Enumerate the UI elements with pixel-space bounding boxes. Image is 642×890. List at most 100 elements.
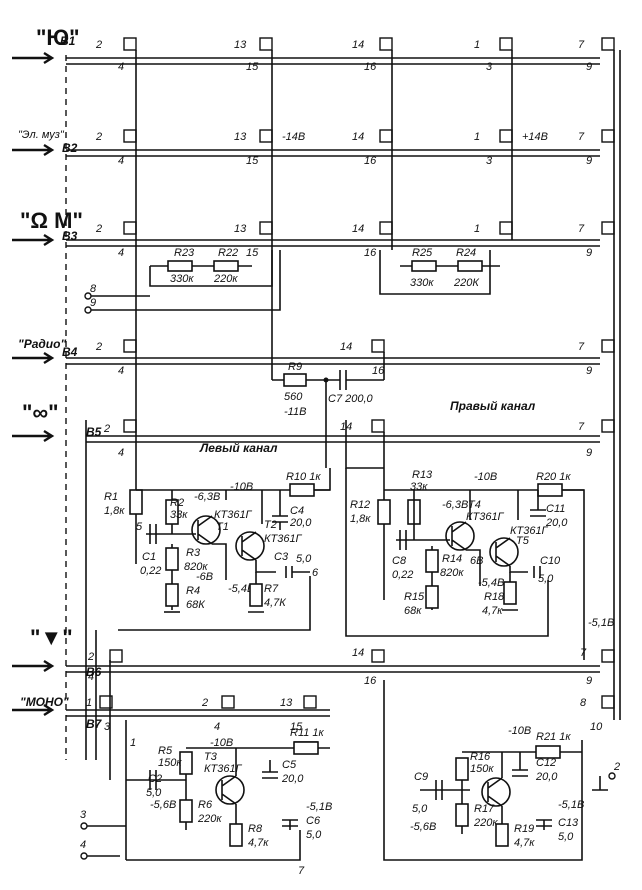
lower-right-stage: C9 5,0 R16 150к R17 220к -5,6В -10В R19 … [383, 680, 584, 861]
svg-text:150к: 150к [158, 757, 182, 769]
svg-text:150к: 150к [470, 763, 494, 775]
svg-text:C4: C4 [290, 505, 304, 517]
lower-left-stage: C2 5,0 R5 150к R6 220к -5,6В -10В T3 КТ3… [126, 727, 332, 877]
svg-text:2: 2 [95, 223, 102, 235]
mode-label-5: "∞" [22, 400, 59, 425]
svg-text:9: 9 [586, 447, 592, 459]
output-terminals: 3 4 1 2 [80, 737, 620, 860]
switch-b5-label: В5 [86, 425, 102, 439]
svg-text:20,0: 20,0 [289, 517, 312, 529]
svg-text:13: 13 [234, 39, 247, 51]
svg-text:220к: 220к [213, 273, 238, 285]
svg-text:7: 7 [578, 223, 585, 235]
svg-text:20,0: 20,0 [281, 773, 304, 785]
svg-text:7: 7 [298, 865, 305, 877]
svg-text:R18: R18 [484, 591, 505, 603]
svg-text:C13: C13 [558, 817, 579, 829]
svg-text:14: 14 [352, 647, 364, 659]
svg-text:820к: 820к [184, 561, 208, 573]
svg-text:C12: C12 [536, 757, 556, 769]
left-channel-label: Левый канал [199, 441, 278, 455]
svg-text:7: 7 [578, 131, 585, 143]
svg-text:R14: R14 [442, 553, 462, 565]
svg-text:-10В: -10В [474, 471, 497, 483]
svg-text:4: 4 [80, 839, 86, 851]
svg-text:R20 1к: R20 1к [536, 471, 571, 483]
svg-text:2: 2 [201, 697, 208, 709]
r9-c7-filter: R9 560 -11В C7 200,0 [272, 361, 384, 468]
svg-text:R25: R25 [412, 247, 433, 259]
svg-text:5,0: 5,0 [296, 553, 312, 565]
svg-text:-10В: -10В [508, 725, 531, 737]
svg-text:C11: C11 [546, 503, 565, 515]
svg-text:14: 14 [352, 131, 364, 143]
svg-text:-10В: -10В [210, 737, 233, 749]
svg-text:16: 16 [372, 365, 385, 377]
svg-text:R15: R15 [404, 591, 425, 603]
svg-text:4: 4 [118, 365, 124, 377]
svg-text:R5: R5 [158, 745, 173, 757]
svg-text:4,7к: 4,7к [482, 605, 503, 617]
svg-text:R7: R7 [264, 583, 279, 595]
svg-text:2: 2 [95, 131, 102, 143]
svg-text:15: 15 [246, 155, 259, 167]
svg-text:6: 6 [312, 567, 319, 579]
svg-text:8: 8 [580, 697, 587, 709]
mode-label-2: "Эл. муз" [18, 129, 65, 141]
svg-text:16: 16 [364, 247, 377, 259]
svg-text:220К: 220К [453, 277, 479, 289]
svg-text:-5,4В: -5,4В [228, 583, 254, 595]
svg-text:10: 10 [590, 721, 603, 733]
svg-text:КТ361Г: КТ361Г [204, 763, 243, 775]
svg-text:7: 7 [578, 421, 585, 433]
mode-label-1: "Ю" [36, 25, 80, 50]
svg-text:C2: C2 [148, 773, 162, 785]
svg-text:КТ361Г: КТ361Г [214, 509, 253, 521]
svg-text:R24: R24 [456, 247, 476, 259]
svg-text:4,7К: 4,7К [264, 597, 286, 609]
svg-text:9: 9 [586, 247, 592, 259]
svg-text:C9: C9 [414, 771, 428, 783]
left-amplifier: R1 1,8к R10 1к R2 33к -6,3В -10В 5 C1 0,… [104, 468, 331, 631]
svg-text:4,7к: 4,7к [514, 837, 535, 849]
svg-text:C10: C10 [540, 555, 561, 567]
svg-text:4: 4 [118, 61, 124, 73]
mode-label-7: "МОНО" [20, 695, 69, 709]
svg-text:C3: C3 [274, 551, 289, 563]
switch-b1-label: В1 [60, 34, 76, 48]
svg-text:-5,6В: -5,6В [410, 821, 436, 833]
svg-text:9: 9 [586, 675, 592, 687]
svg-text:16: 16 [364, 61, 377, 73]
svg-text:16: 16 [364, 155, 377, 167]
svg-text:2: 2 [95, 341, 102, 353]
svg-text:R22: R22 [218, 247, 238, 259]
svg-text:9: 9 [586, 365, 592, 377]
svg-text:5,0: 5,0 [538, 573, 554, 585]
svg-text:220к: 220к [197, 813, 222, 825]
svg-text:5,0: 5,0 [558, 831, 574, 843]
svg-text:R19: R19 [514, 823, 534, 835]
terminals-8-9: 8 9 [84, 250, 281, 314]
svg-text:3: 3 [80, 809, 87, 821]
svg-text:C5: C5 [282, 759, 297, 771]
svg-text:5,0: 5,0 [306, 829, 322, 841]
svg-text:R10 1к: R10 1к [286, 471, 321, 483]
svg-text:4: 4 [118, 247, 124, 259]
svg-text:R1: R1 [104, 491, 118, 503]
svg-text:2: 2 [103, 423, 110, 435]
svg-text:1,8к: 1,8к [350, 513, 371, 525]
voltage-plus14: +14В [522, 131, 548, 143]
svg-text:-11В: -11В [284, 406, 306, 418]
svg-text:КТ361Г: КТ361Г [466, 511, 505, 523]
svg-text:1: 1 [474, 39, 480, 51]
svg-text:R12: R12 [350, 499, 370, 511]
svg-text:14: 14 [352, 39, 364, 51]
svg-text:R21 1к: R21 1к [536, 731, 571, 743]
svg-text:T3: T3 [204, 751, 218, 763]
svg-text:R23: R23 [174, 247, 195, 259]
svg-text:68К: 68К [186, 599, 205, 611]
svg-text:3: 3 [486, 155, 493, 167]
attenuator-left: R23 330к R22 220к [149, 247, 273, 287]
svg-text:R6: R6 [198, 799, 213, 811]
